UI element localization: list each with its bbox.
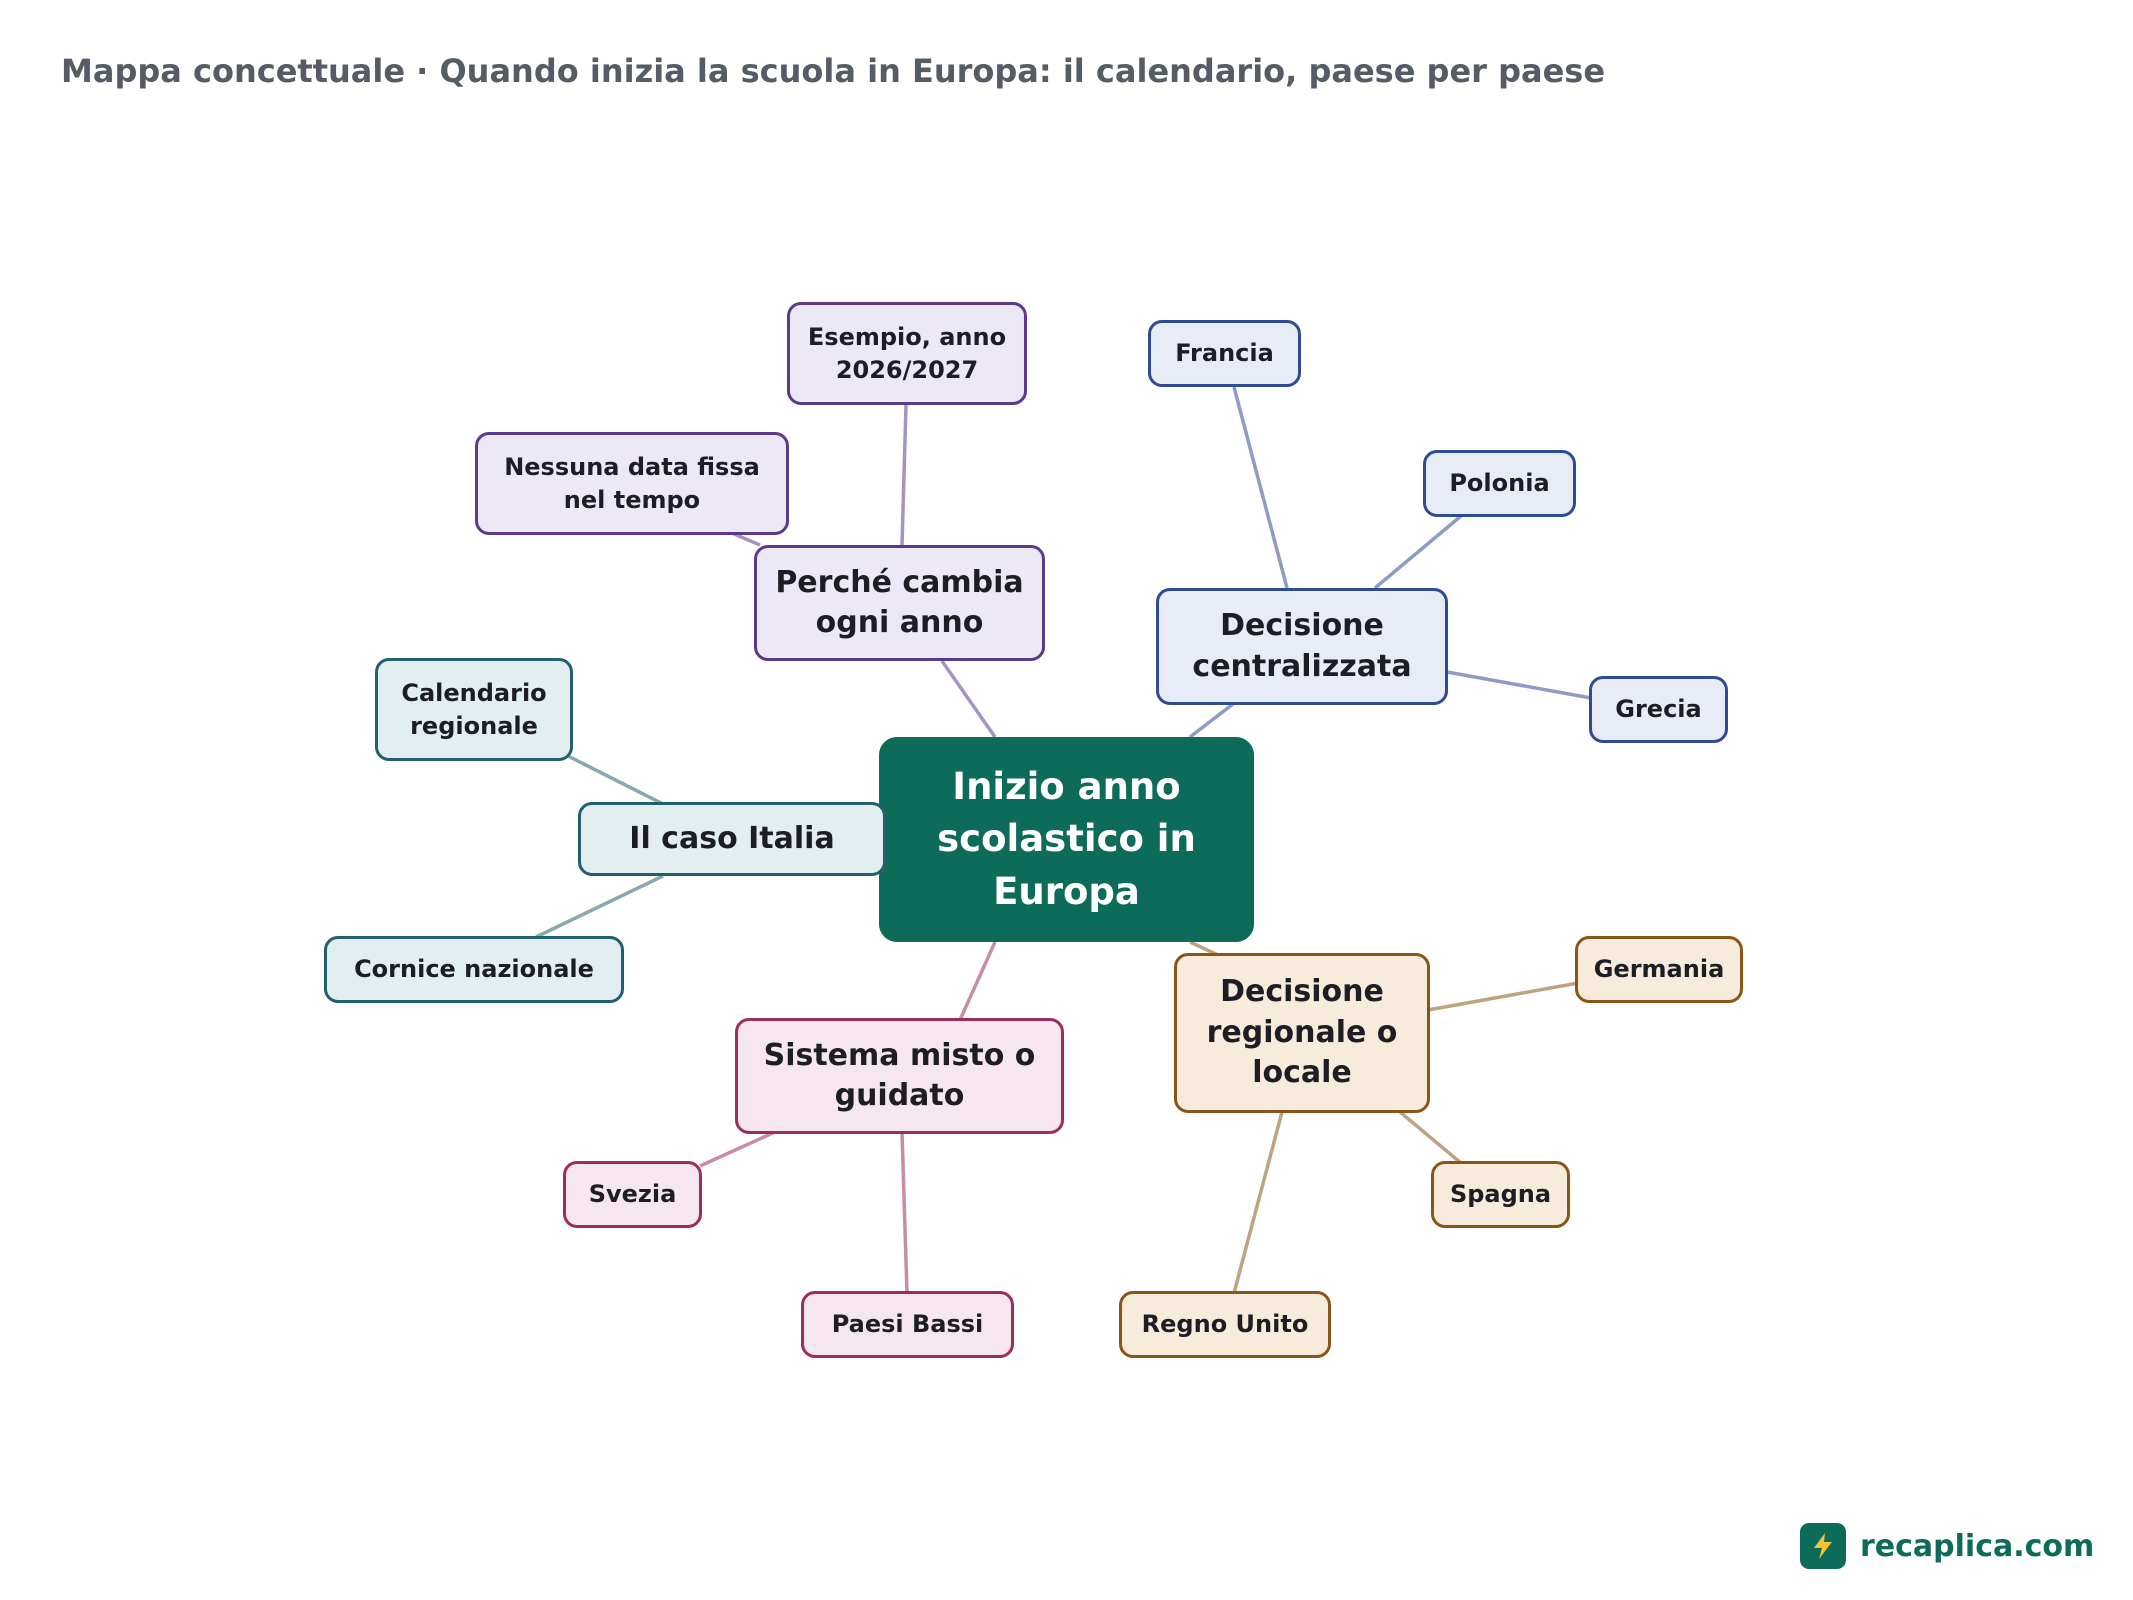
branch-italy-case[interactable]: Il caso Italia [578,802,886,876]
brand-logo[interactable]: recaplica.com [1800,1523,2094,1569]
leaf-national-framework[interactable]: Cornice nazionale [324,936,624,1003]
leaf-example-year[interactable]: Esempio, anno 2026/2027 [787,302,1027,405]
leaf-polonia[interactable]: Polonia [1423,450,1576,517]
root-node[interactable]: Inizio anno scolastico in Europa [879,737,1254,942]
leaf-regno-unito[interactable]: Regno Unito [1119,1291,1331,1358]
leaf-germania[interactable]: Germania [1575,936,1743,1003]
leaf-francia[interactable]: Francia [1148,320,1301,387]
page-title: Mappa concettuale · Quando inizia la scu… [61,52,1606,90]
leaf-grecia[interactable]: Grecia [1589,676,1728,743]
leaf-no-fixed-date[interactable]: Nessuna data fissa nel tempo [475,432,789,535]
lightning-bolt-icon [1800,1523,1846,1569]
brand-name: recaplica.com [1860,1528,2095,1564]
leaf-regional-calendar[interactable]: Calendario regionale [375,658,573,761]
branch-why-changes[interactable]: Perché cambia ogni anno [754,545,1045,661]
leaf-svezia[interactable]: Svezia [563,1161,702,1228]
branch-mixed-system[interactable]: Sistema misto o guidato [735,1018,1064,1134]
leaf-paesi-bassi[interactable]: Paesi Bassi [801,1291,1014,1358]
branch-centralized[interactable]: Decisione centralizzata [1156,588,1448,705]
branch-regional-local[interactable]: Decisione regionale o locale [1174,953,1430,1113]
leaf-spagna[interactable]: Spagna [1431,1161,1570,1228]
